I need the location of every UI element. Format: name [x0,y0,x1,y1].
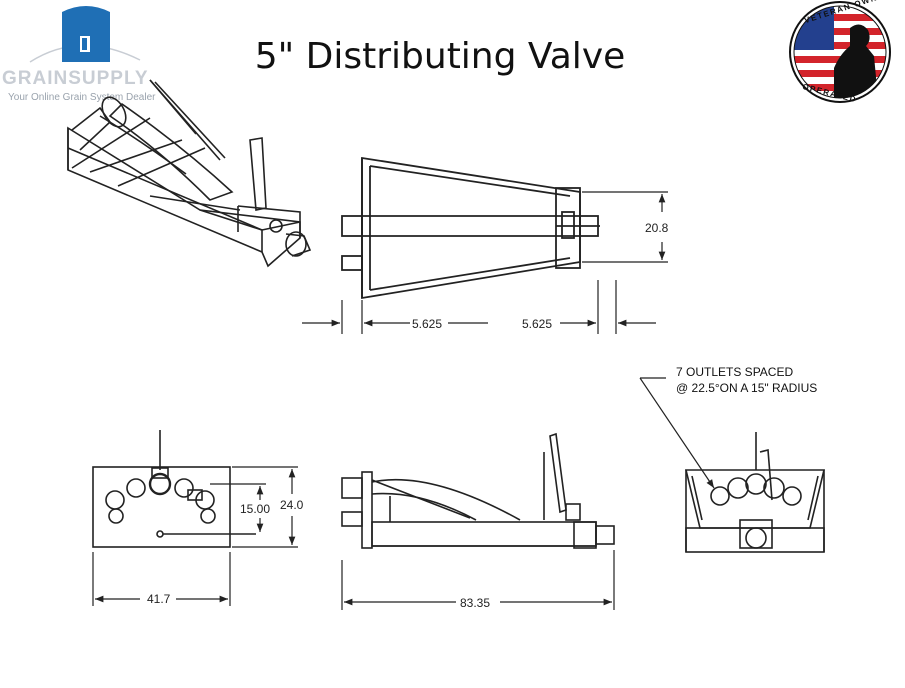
veteran-owned-seal: VETERAN OWNED OPERATED [789,0,892,104]
logo-brand-text: GRAINSUPPLY [2,68,149,89]
dimension-front-outer-height: 24.0 [280,498,304,512]
top-view [341,156,600,300]
dimension-front-inner-height: 15.00 [240,502,270,516]
outlets-note-line1: 7 OUTLETS SPACED [676,365,793,379]
page-title: 5" Distributing Valve [254,36,626,77]
grainsupply-logo [29,6,141,63]
dimension-top-right-width: 5.625 [522,317,552,331]
front-view [92,430,256,548]
side-view [341,432,615,549]
end-view [684,432,826,553]
logo-tagline: Your Online Grain System Dealer [8,92,156,103]
front-view-dimensions [92,466,298,606]
side-view-dimensions [341,550,615,610]
dimension-side-length: 83.35 [460,596,490,610]
end-view-leader [639,377,715,489]
outlets-note-line2: @ 22.5°ON A 15" RADIUS [676,381,817,395]
top-view-dimensions [302,191,668,334]
dimension-top-left-width: 5.625 [412,317,442,331]
dimension-front-width: 41.7 [147,592,171,606]
dimension-top-height: 20.8 [645,221,669,235]
isometric-view [67,79,312,268]
